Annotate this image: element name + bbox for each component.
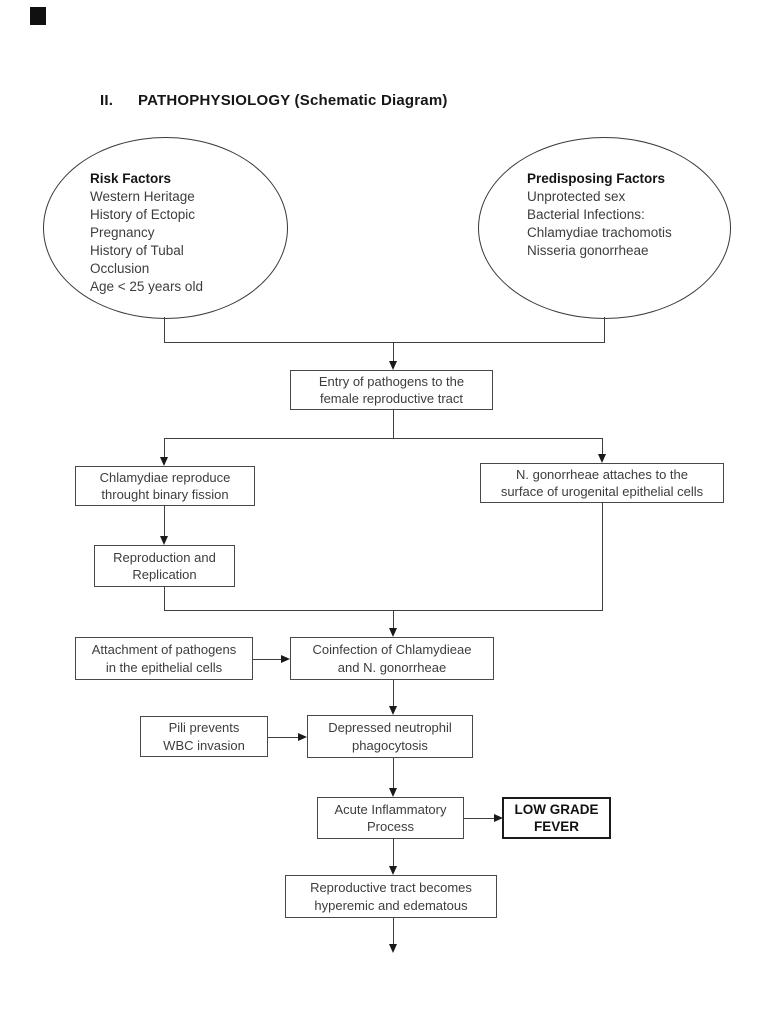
node-reproduction: Reproduction and Replication [94,545,235,587]
node-coinfection-line1: Coinfection of Chlamydieae [312,642,472,657]
node-gonorrheae: N. gonorrheae attaches to the surface of… [480,463,724,503]
connector-predisposing-stub [604,317,605,342]
node-entry-line1: Entry of pathogens to the [318,373,465,389]
arrowhead-down-icon [160,536,168,545]
arrowhead-down-icon [598,454,606,463]
node-fever-line1: LOW GRADE [514,801,599,817]
risk-factor-line: History of Ectopic [90,207,196,222]
node-attachment-line1: Attachment of pathogens [91,642,237,657]
connector-to-hyperemic [393,839,394,867]
connector-factors-join [164,342,605,343]
node-gonorrheae-line2: surface of urogenital epithelial cells [500,484,704,499]
connector-attachment-to-coinfection [253,659,283,660]
connector-to-coinfection [393,610,394,629]
connector-entry-down [393,410,394,438]
node-chlamydiae-line2: throught binary fission [101,487,229,502]
predisposing-factor-line: Unprotected sex [527,189,626,204]
node-pili-line2: WBC invasion [163,737,245,753]
arrowhead-down-icon [389,944,397,953]
connector-to-entry [393,342,394,363]
risk-factor-line: Pregnancy [90,225,155,240]
node-hyperemic-line2: hyperemic and edematous [314,897,468,913]
node-depressed: Depressed neutrophil phagocytosis [307,715,473,758]
predisposing-factor-line: Chlamydiae trachomotis [527,225,672,240]
node-fever-line2: FEVER [533,819,579,834]
connector-acute-to-fever [464,818,495,819]
risk-factor-line: Occlusion [90,261,150,276]
node-coinfection-line2: and N. gonorrheae [337,659,447,675]
arrowhead-right-icon [298,733,307,741]
node-acute-line2: Process [367,819,414,834]
arrowhead-down-icon [389,788,397,797]
connector-reproduction-down [164,587,165,610]
arrowhead-down-icon [160,457,168,466]
node-depressed-line1: Depressed neutrophil [328,720,452,735]
connector-merge [164,610,603,611]
arrowhead-down-icon [389,628,397,637]
section-numeral: II. [100,92,114,109]
node-hyperemic-line1: Reproductive tract becomes [310,880,472,895]
arrowhead-down-icon [389,706,397,715]
connector-split [164,438,603,439]
risk-factors-heading: Risk Factors [90,171,172,186]
arrowhead-down-icon [389,361,397,370]
page-corner-mark [30,7,46,25]
node-fever: LOW GRADE FEVER [502,797,611,839]
connector-risk-stub [164,317,165,342]
node-attachment: Attachment of pathogens in the epithelia… [75,637,253,680]
node-hyperemic: Reproductive tract becomes hyperemic and… [285,875,497,918]
predisposing-factor-line: Bacterial Infections: [527,207,645,222]
node-reproduction-line1: Reproduction and [113,549,216,565]
node-acute-line1: Acute Inflammatory [334,801,447,817]
node-pili: Pili prevents WBC invasion [140,716,268,757]
node-chlamydiae: Chlamydiae reproduce throught binary fis… [75,466,255,506]
section-title: II. PATHOPHYSIOLOGY (Schematic Diagram) [100,92,448,109]
node-reproduction-line2: Replication [132,567,197,582]
node-attachment-line2: in the epithelial cells [105,659,223,675]
arrowhead-right-icon [494,814,503,822]
arrowhead-right-icon [281,655,290,663]
node-depressed-line2: phagocytosis [352,737,428,753]
node-entry: Entry of pathogens to the female reprodu… [290,370,493,410]
predisposing-factors-ellipse: Predisposing Factors Unprotected sex Bac… [478,137,731,319]
node-gonorrheae-line1: N. gonorrheae attaches to the [515,466,688,482]
risk-factors-text: Risk Factors Western Heritage History of… [90,170,203,296]
connector-continuation [393,918,394,945]
arrowhead-down-icon [389,866,397,875]
node-pili-line1: Pili prevents [168,720,240,735]
connector-to-depressed [393,680,394,707]
section-title-text: PATHOPHYSIOLOGY (Schematic Diagram) [138,92,448,109]
connector-gonorrheae-down [602,503,603,610]
connector-to-reproduction [164,506,165,537]
connector-to-gonorrheae [602,438,603,455]
node-entry-line2: female reproductive tract [319,391,464,406]
predisposing-factors-text: Predisposing Factors Unprotected sex Bac… [527,170,672,260]
node-coinfection: Coinfection of Chlamydieae and N. gonorr… [290,637,494,680]
connector-to-acute [393,758,394,789]
connector-pili-to-depressed [268,737,299,738]
risk-factor-line: Age < 25 years old [90,279,203,294]
node-chlamydiae-line1: Chlamydiae reproduce [99,469,231,485]
risk-factor-line: History of Tubal [90,243,184,258]
risk-factors-ellipse: Risk Factors Western Heritage History of… [43,137,288,319]
predisposing-factors-heading: Predisposing Factors [527,171,666,186]
node-acute: Acute Inflammatory Process [317,797,464,839]
predisposing-factor-line: Nisseria gonorrheae [527,243,649,258]
risk-factor-line: Western Heritage [90,189,195,204]
connector-to-chlamydiae [164,438,165,458]
